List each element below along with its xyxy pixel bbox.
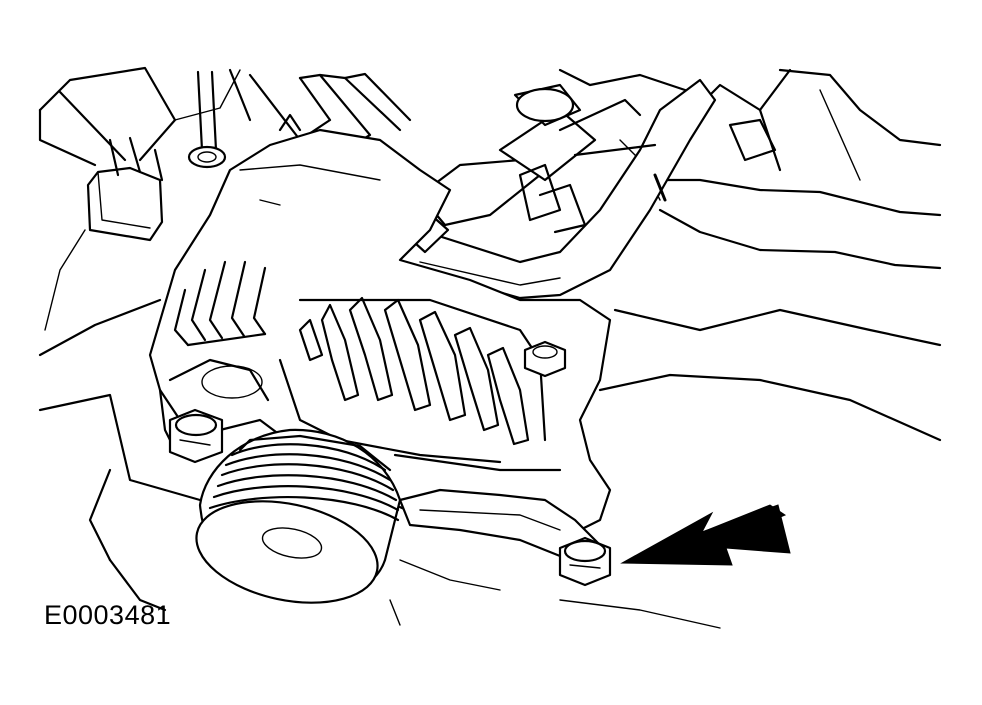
alternator-pulley — [195, 428, 402, 604]
lower-mounting-bolt-indicated — [558, 536, 612, 587]
upper-mounting-bolt — [523, 340, 567, 378]
left-mounting-bolt — [168, 408, 224, 464]
figure-reference-code: E0003481 — [44, 600, 172, 630]
double-arrow-icon — [620, 504, 791, 566]
mounting-bracket — [158, 388, 602, 562]
